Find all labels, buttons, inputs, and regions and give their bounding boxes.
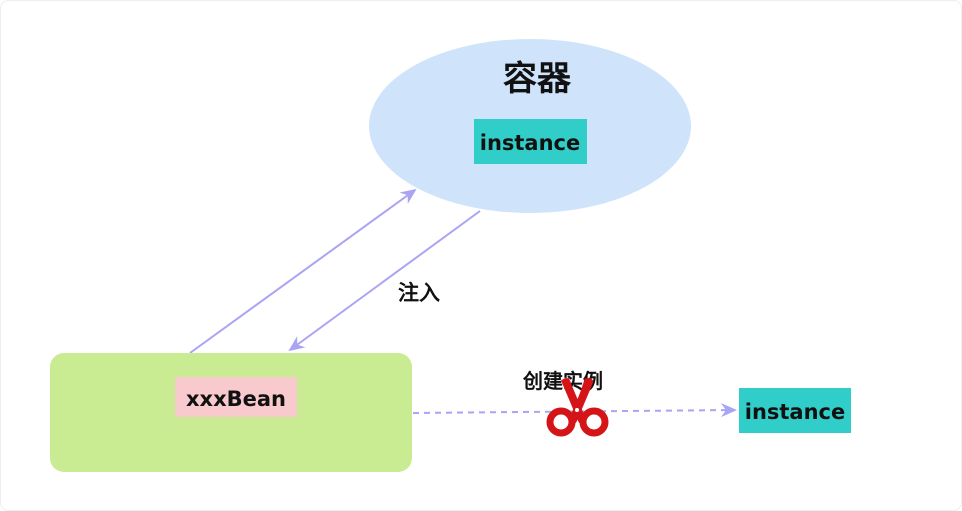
container-instance-label: instance <box>480 131 581 155</box>
inject-label: 注入 <box>398 280 440 305</box>
container-instance-box <box>474 119 587 164</box>
bean-label-box <box>175 377 297 417</box>
bean-label: xxxBean <box>186 387 286 411</box>
scissors-icon <box>546 378 609 437</box>
inject-arrow <box>288 210 481 352</box>
container-title: 容器 <box>503 59 572 99</box>
register-arrow <box>189 188 417 354</box>
create-instance-arrow <box>412 403 737 418</box>
new-instance-box <box>739 388 851 433</box>
new-instance-label: instance <box>745 400 846 424</box>
